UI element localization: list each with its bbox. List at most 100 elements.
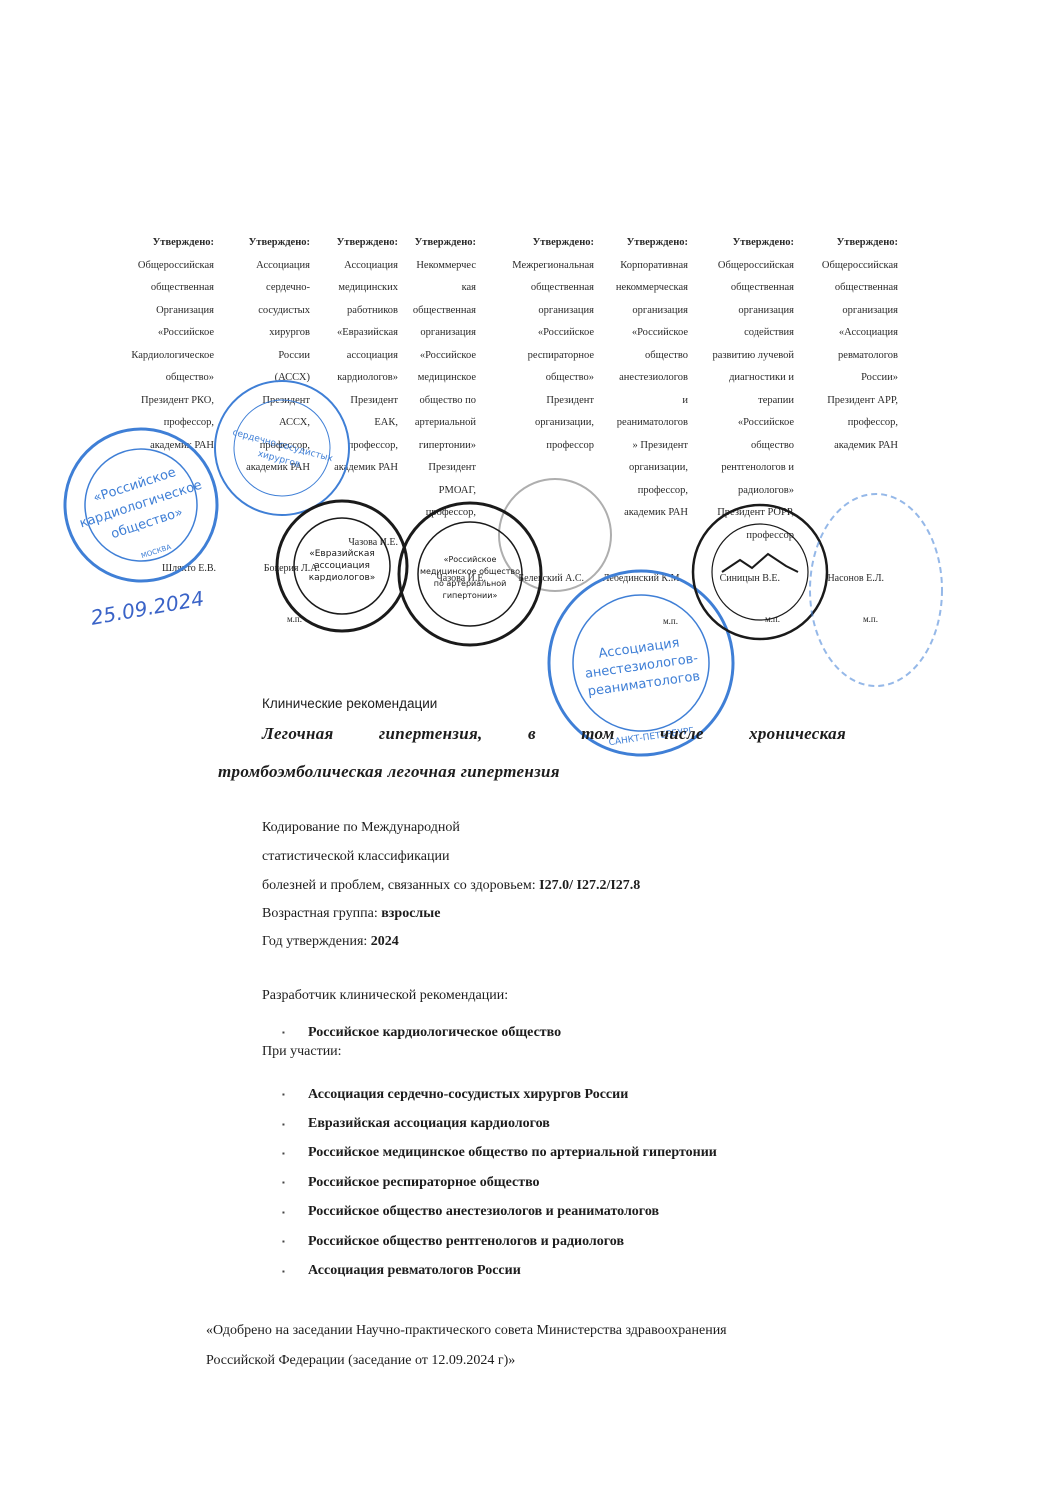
approvals-row: Утверждено: Общероссийская общественная … [108, 232, 908, 652]
bullet-icon: ▪ [282, 1028, 285, 1038]
list-item: ▪Ассоциация ревматологов России [282, 1256, 717, 1285]
approval-heading: Утверждено: [836, 237, 898, 248]
approval-line: Президент [546, 394, 594, 406]
seal-assh: сердечно-сосудистых хирургов [196, 362, 367, 533]
seal-rro [496, 476, 614, 594]
approval-col-rro: Утверждено: Межрегиональная общественная… [498, 232, 594, 584]
approval-note: «Одобрено на заседании Научно-практическ… [206, 1316, 727, 1376]
approval-heading: Утверждено: [248, 237, 310, 248]
approval-line: академик РАН [624, 507, 688, 518]
approval-heading: Утверждено: [626, 237, 688, 248]
approval-line: профессор, [425, 507, 476, 518]
approval-line: «Российское [419, 349, 476, 361]
svg-text:«Евразийская: «Евразийская [309, 549, 375, 559]
approval-note-line1: «Одобрено на заседании Научно-практическ… [206, 1323, 727, 1338]
document-title-line1: Легочная гипертензия, в том числе хронич… [262, 724, 846, 744]
approval-line: организация [538, 304, 594, 316]
approval-line: Президент РКО, [140, 394, 214, 406]
approval-line: академик РАН [150, 439, 214, 451]
participant-name: Российское респираторное общество [308, 1174, 540, 1190]
approval-heading: Утверждено: [414, 237, 476, 248]
approval-line: Организация [156, 304, 214, 316]
approval-line: содействия [744, 327, 794, 338]
approval-line: Президент [428, 462, 476, 473]
approval-line: Корпоративная [620, 259, 688, 271]
approval-line: профессор, [259, 439, 310, 451]
participant-name: Российское общество анестезиологов и реа… [308, 1204, 660, 1220]
approval-line: диагностики и [729, 372, 794, 383]
approval-line: общественная [834, 282, 898, 293]
svg-text:«Российское: «Российское [444, 555, 497, 564]
developer-label: Разработчик клинической рекомендации: [262, 988, 509, 1003]
title-word: хроническая [749, 724, 846, 743]
approval-col-rmoag: Утверждено: Некоммерчес кая общественная… [404, 232, 486, 584]
bullet-icon: ▪ [282, 1207, 285, 1217]
list-item: ▪ Российское медицинское общество по арте… [282, 1139, 717, 1168]
participant-name: Евразийская ассоциация кардиологов [308, 1116, 550, 1132]
approval-line: респираторное [527, 349, 594, 361]
title-word: том [581, 724, 615, 743]
participant-name: Ассоциация сердечно-сосудистых хирургов … [308, 1086, 629, 1102]
approval-line: кардиологов» [337, 372, 398, 383]
title-word: гипертензия, [378, 724, 483, 743]
approval-line: анестезиологов [619, 372, 688, 383]
svg-text:кардиологов»: кардиологов» [309, 573, 376, 583]
approval-line: «Российское [537, 327, 594, 338]
approval-col-rko: Утверждено: Общероссийская общественная … [108, 232, 216, 574]
approval-line: академик РАН [246, 462, 310, 473]
seal-arr [806, 490, 946, 690]
approval-line: некоммерческая [615, 282, 688, 293]
approval-line: » Президент [632, 439, 688, 451]
participants-list: ▪ Ассоциация сердечно-сосудистых хирургов… [282, 1080, 717, 1286]
seal-rorr [690, 502, 830, 642]
signatory: Чазова И.Е. [436, 573, 486, 584]
approval-line: АССХ, [278, 417, 310, 428]
developer-item: ▪ Российское кардиологическое общество [282, 1018, 561, 1047]
approval-line: академик РАН [334, 462, 398, 473]
title-word: числе [660, 724, 704, 743]
approval-heading: Утверждено: [152, 237, 214, 248]
approval-heading: Утверждено: [732, 237, 794, 248]
bullet-icon: ▪ [282, 1148, 285, 1158]
list-item: ▪ Российское общество анестезиологов и ре… [282, 1198, 717, 1227]
approval-col-arr: Утверждено: Общероссийская общественная … [808, 232, 898, 624]
svg-text:медицинское общество: медицинское общество [420, 567, 520, 576]
approval-line: терапии [758, 394, 794, 406]
participant-name: Ассоциация ревматологов России [308, 1263, 521, 1279]
seal-eak: «Евразийская ассоциация кардиологов» [274, 498, 410, 634]
approval-heading: Утверждено: [336, 237, 398, 248]
approval-line: общественная [530, 282, 594, 293]
approval-line: «Российское [631, 327, 688, 338]
signatory: Шляхто Е.В. [162, 563, 216, 574]
approval-line: Президент [350, 394, 398, 406]
approval-line: кая [461, 282, 476, 293]
approval-line: «Ассоциация [838, 327, 898, 338]
title-word: в [527, 724, 536, 743]
approval-line: России [278, 349, 310, 361]
age-value: взрослые [381, 906, 441, 921]
approval-line: работников [347, 304, 398, 316]
approval-line: общественная [412, 304, 476, 316]
bullet-icon: ▪ [282, 1090, 285, 1100]
year-value: 2024 [370, 934, 399, 949]
approval-line: профессор, [347, 439, 398, 451]
participant-name: Российское медицинское общество по артер… [308, 1145, 717, 1161]
approval-line: общественная [730, 282, 794, 293]
approval-line: Общероссийская [137, 259, 214, 271]
coding-line1: Кодирование по Международной [262, 820, 460, 835]
approval-line: рентгенологов и [721, 462, 794, 473]
approval-line: гипертонии» [418, 439, 476, 451]
approval-line: организация [420, 327, 476, 338]
svg-text:ассоциация: ассоциация [314, 561, 370, 571]
svg-text:МОСКВА: МОСКВА [140, 543, 172, 560]
signatory: Синицын В.Е. [719, 573, 780, 584]
approval-line: Межрегиональная [512, 259, 594, 271]
age-label: Возрастная группа: [262, 906, 378, 921]
approval-line: «Российское [737, 417, 794, 428]
approval-line: Президент РОРР, [717, 507, 794, 518]
approval-line: общество» [545, 372, 594, 383]
approval-line: академик РАН [834, 439, 898, 451]
approval-line: организация [842, 304, 898, 316]
coding-line2: статистической классификации [262, 849, 450, 864]
approval-year: Год утверждения: 2024 [262, 934, 399, 950]
